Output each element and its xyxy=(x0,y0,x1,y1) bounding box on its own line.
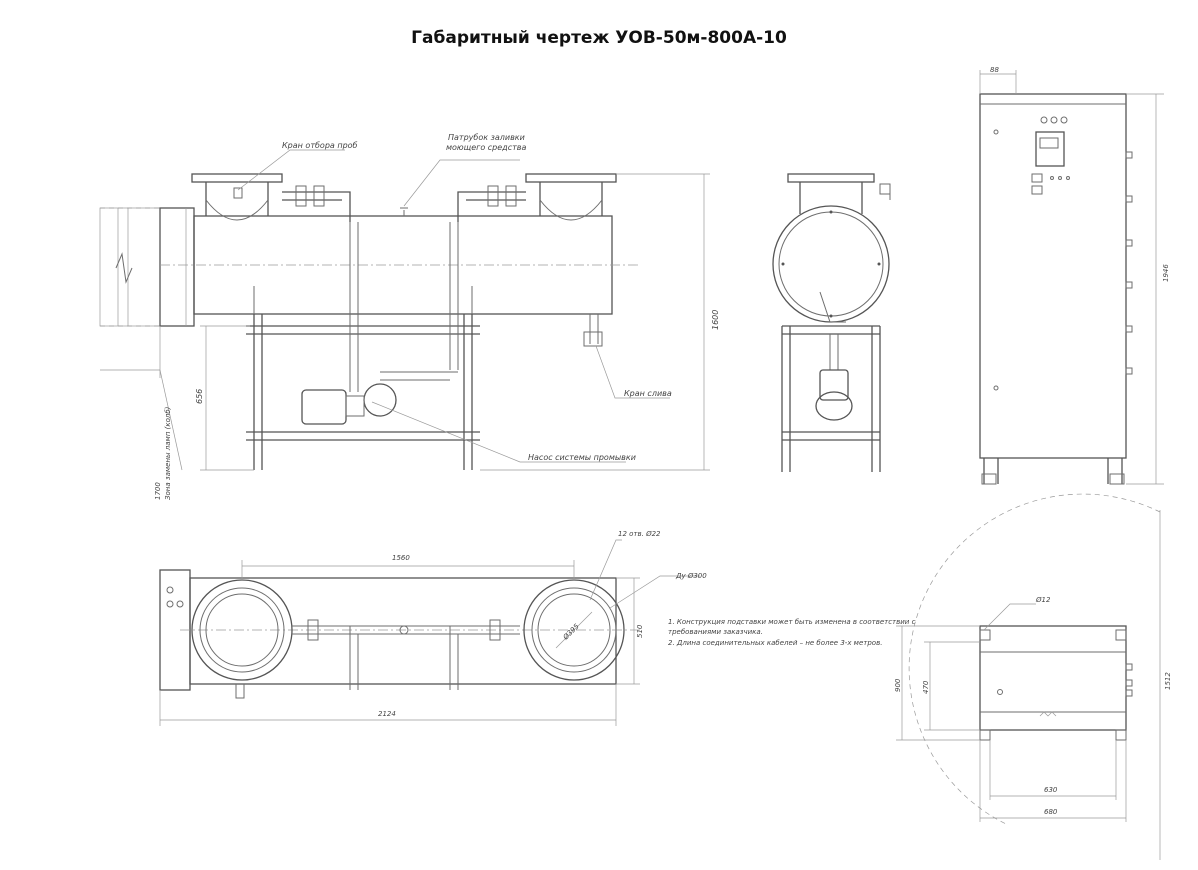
control-cabinet xyxy=(979,93,1127,459)
dim-overall-length: 2124 xyxy=(378,710,396,718)
note-line-3: 2. Длина соединительных кабелей – не бол… xyxy=(668,639,882,647)
plan-view xyxy=(159,539,700,726)
callout-drain-valve: Кран слива xyxy=(624,389,672,398)
note-line-1: 1. Конструкция подставки может быть изме… xyxy=(668,618,916,626)
support-frame xyxy=(253,314,473,470)
front-view xyxy=(99,149,710,471)
drawing-title: Габаритный чертеж УОВ-50м-800А-10 xyxy=(411,28,787,48)
break-symbol xyxy=(115,252,133,284)
callout-hole-dia: Ø12 xyxy=(1035,596,1051,604)
dim-base-depth-outer: 680 xyxy=(1044,808,1058,816)
dim-base-outer: 900 xyxy=(894,678,902,692)
callout-holes: 12 отв. Ø22 xyxy=(618,530,661,538)
cabinet-base xyxy=(979,625,1127,731)
side-view-body xyxy=(772,205,890,323)
base-plan-view xyxy=(896,493,1161,860)
dim-front-height: 1600 xyxy=(711,310,720,330)
cabinet-display xyxy=(1035,131,1065,167)
dim-base-depth-inner: 630 xyxy=(1044,786,1058,794)
lamp-end-cap xyxy=(159,207,195,327)
cabinet-view xyxy=(979,70,1164,485)
callout-flange: Ду Ø300 xyxy=(675,572,707,580)
note-line-2: требованиями заказчика. xyxy=(668,628,763,636)
callout-wash-inlet-1: Патрубок заливки xyxy=(448,133,525,142)
dim-cabinet-top: 88 xyxy=(990,66,999,74)
callout-wash-inlet-2: моющего средства xyxy=(446,143,526,152)
right-flange xyxy=(525,173,617,183)
dim-lamp-zone: 1700 xyxy=(154,482,162,500)
pump-motor xyxy=(301,389,347,425)
lamp-zone-box xyxy=(99,207,161,327)
callout-wash-pump: Насос системы промывки xyxy=(528,453,636,462)
dim-bolt-circle: Ø395 xyxy=(561,622,581,642)
dim-base-inner: 470 xyxy=(922,680,930,694)
door-swing-arc xyxy=(908,493,1161,825)
dim-frame-height: 656 xyxy=(195,389,204,404)
dim-cabinet-height: 1946 xyxy=(1162,264,1170,282)
side-view xyxy=(772,173,891,472)
callout-lamp-zone: Зона замены ламп (колб) xyxy=(164,406,172,500)
dim-swing-radius: 1512 xyxy=(1164,672,1172,690)
dim-flange-spacing: 1560 xyxy=(392,554,410,562)
pump-head xyxy=(363,383,397,417)
left-flange xyxy=(191,173,283,183)
dim-plan-width: 510 xyxy=(636,624,644,638)
callout-sample-valve: Кран отбора проб xyxy=(282,141,358,150)
cable-glands xyxy=(1125,151,1133,375)
